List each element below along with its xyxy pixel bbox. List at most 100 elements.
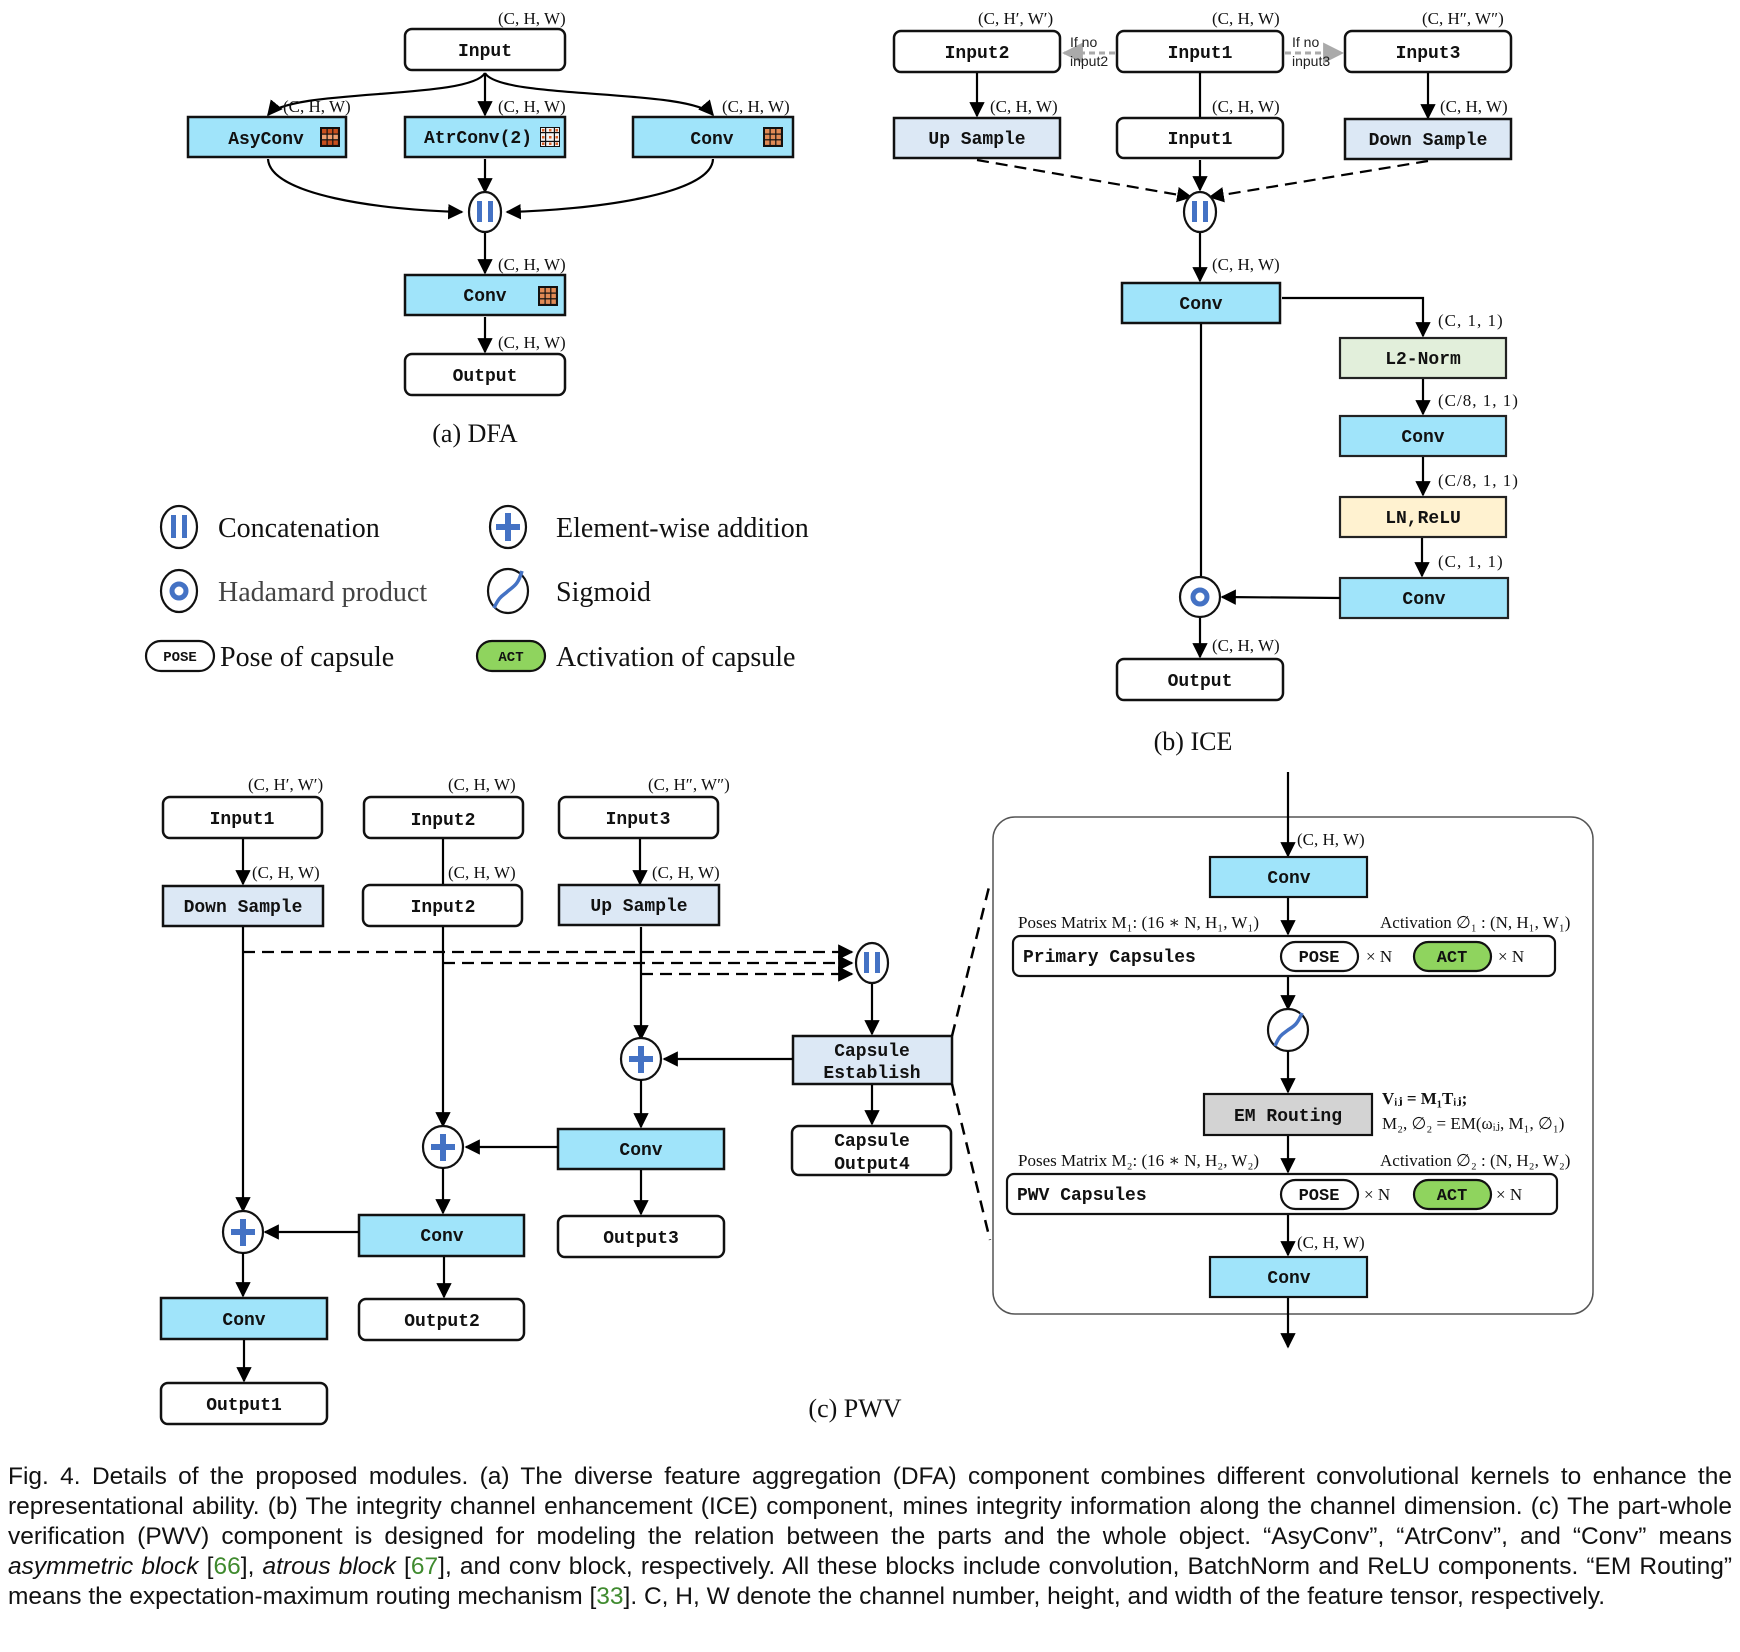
act-tag: [475, 639, 547, 673]
conv-kernel-icon: [538, 286, 558, 306]
pwv-input2-top-label: Input2: [411, 811, 476, 831]
legend-pose-label: Pose of capsule: [220, 642, 394, 673]
pwv-input2-top-box[interactable]: [362, 795, 525, 840]
pwv-down-sample-label: Down Sample: [184, 898, 303, 918]
ice-output-box[interactable]: [1115, 657, 1285, 702]
asymmetric-kernel-icon: [320, 127, 340, 147]
pwv-input1-box[interactable]: [161, 795, 324, 840]
ice-dashed-up-to-concat: [976, 158, 1193, 203]
pwv-output3-label: Output3: [603, 1229, 679, 1249]
pwv-conv3-box[interactable]: [556, 1127, 726, 1171]
pwv-input3-box[interactable]: [557, 795, 720, 840]
pwv-conv1-box[interactable]: [159, 1296, 329, 1341]
ice-down-sample-box[interactable]: [1343, 117, 1513, 161]
primary-pose-tag-label: POSE: [1299, 949, 1340, 968]
caption-ref-66[interactable]: 66: [213, 1553, 241, 1580]
pwv-pose-tag-label: POSE: [1299, 1187, 1340, 1206]
pwv-capsule-output4-box[interactable]: [790, 1124, 953, 1177]
caption-ref-33[interactable]: 33: [596, 1583, 624, 1610]
ice-output-label: Output: [1168, 672, 1233, 692]
dfa-input-box[interactable]: [403, 27, 567, 72]
ice-input1-top-box[interactable]: [1115, 29, 1285, 74]
caption-part-1: Fig. 4. Details of the proposed modules.…: [8, 1463, 1732, 1550]
pwv-output1-box[interactable]: [159, 1381, 329, 1426]
primary-pose-tag: [1279, 940, 1360, 973]
pwv-conv2-box[interactable]: [357, 1213, 526, 1258]
pwv-up-sample-box[interactable]: [557, 883, 721, 927]
ice-dim-down: (C, H, W): [1440, 97, 1508, 116]
ice-down-sample-label: Down Sample: [1369, 131, 1488, 151]
ice-note-left-2: input2: [1070, 53, 1108, 69]
pwv-caption: (c) PWV: [808, 1394, 901, 1423]
ice-l2norm-box[interactable]: [1338, 336, 1508, 380]
caption-ref-67[interactable]: 67: [410, 1553, 439, 1580]
conv-kernel-icon: [763, 127, 783, 147]
ice-input2-box[interactable]: [892, 29, 1062, 74]
hadamard-icon: [1190, 587, 1210, 607]
legend-act: ACT Activation of capsule: [475, 639, 795, 673]
ice-conv-main-label: Conv: [1179, 295, 1222, 315]
pose-tag-label: POSE: [163, 650, 197, 666]
ice-dim-up: (C, H, W): [990, 97, 1058, 116]
em-routing-box[interactable]: [1202, 1092, 1374, 1137]
dfa-arrow-to-asy: [267, 72, 486, 117]
pwv-act-times: × N: [1496, 1185, 1522, 1204]
pwv-input2-mid-label: Input2: [411, 898, 476, 918]
ice-caption: (b) ICE: [1154, 727, 1233, 756]
pwv-output3-box[interactable]: [556, 1214, 726, 1259]
ice-note-right-2: input3: [1292, 53, 1330, 69]
ice-conv-expand-box[interactable]: [1338, 576, 1510, 620]
pwv-panel: (C, H′, W′) (C, H, W) (C, H″, W″) Input1…: [159, 772, 1594, 1426]
legend-addition-label: Element-wise addition: [556, 513, 809, 544]
ice-input1-mid-box[interactable]: [1115, 116, 1285, 160]
primary-pose-times: × N: [1366, 947, 1392, 966]
dfa-conv-branch-box[interactable]: [631, 115, 795, 159]
legend: Concatenation Element-wise addition Hada…: [144, 504, 809, 673]
ice-up-sample-box[interactable]: [892, 116, 1062, 160]
pwv-conv2-label: Conv: [420, 1227, 463, 1247]
hadamard-icon: [159, 568, 199, 614]
pwv-input2-mid-box[interactable]: [361, 883, 524, 928]
ice-input3-box[interactable]: [1343, 29, 1513, 74]
dfa-dim-input: (C, H, W): [498, 9, 566, 28]
pwv-down-sample-box[interactable]: [161, 884, 325, 928]
dfa-output-box[interactable]: [403, 352, 567, 397]
pwv-zoom-line-top: [950, 882, 992, 1037]
legend-sigmoid: Sigmoid: [486, 567, 651, 615]
em-equation-1: Vᵢⱼ = M₁Tᵢⱼ;: [1382, 1089, 1467, 1108]
ice-concat-node: [1182, 190, 1218, 234]
ice-dim-reduce: (C/8, 1, 1): [1438, 391, 1519, 410]
dfa-conv-branch-label: Conv: [690, 130, 733, 150]
primary-capsules-label: Primary Capsules: [1023, 948, 1196, 968]
ice-conv-reduce-box[interactable]: [1338, 414, 1508, 458]
detail-conv-out-box[interactable]: [1208, 1255, 1369, 1299]
ice-lnrelu-box[interactable]: [1338, 495, 1508, 539]
pwv-output1-label: Output1: [206, 1396, 282, 1416]
dfa-dim-merge: (C, H, W): [498, 255, 566, 274]
pwv-add-node-1: [221, 1209, 265, 1255]
ice-input1-mid-label: Input1: [1168, 130, 1233, 150]
dfa-asyconv-box[interactable]: [186, 115, 348, 159]
dfa-arrow-asy-merge: [266, 158, 464, 220]
pwv-add-node-3: [619, 1036, 663, 1082]
dfa-arrow-to-conv: [484, 72, 715, 117]
ice-dashed-down-to-concat: [1208, 159, 1429, 203]
detail-conv-in-box[interactable]: [1208, 855, 1369, 899]
caption-sep: ,: [247, 1553, 263, 1580]
pwv-dim-input3: (C, H″, W″): [648, 775, 730, 794]
concatenation-icon: [864, 952, 869, 973]
caption-part-3: . C, H, W denote the channel number, hei…: [630, 1583, 1606, 1610]
ice-conv-main-box[interactable]: [1120, 281, 1282, 325]
concatenation-icon: [477, 201, 482, 222]
dfa-atrconv-label: AtrConv(2): [424, 129, 532, 149]
pose-tag: [144, 639, 216, 673]
pwv-capsule-establish-box[interactable]: [791, 1034, 954, 1086]
pwv-output2-box[interactable]: [357, 1297, 526, 1342]
dfa-atrconv-box[interactable]: [403, 115, 567, 159]
dfa-dim-conv: (C, H, W): [722, 97, 790, 116]
ice-dim-output: (C, H, W): [1212, 636, 1280, 655]
capsule-detail-panel: (C, H, W) Conv Poses Matrix M₁: (16 ∗ N,…: [992, 772, 1594, 1349]
dfa-dim-output: (C, H, W): [498, 333, 566, 352]
legend-act-label: Activation of capsule: [556, 642, 795, 673]
legend-pose: POSE Pose of capsule: [144, 639, 394, 673]
